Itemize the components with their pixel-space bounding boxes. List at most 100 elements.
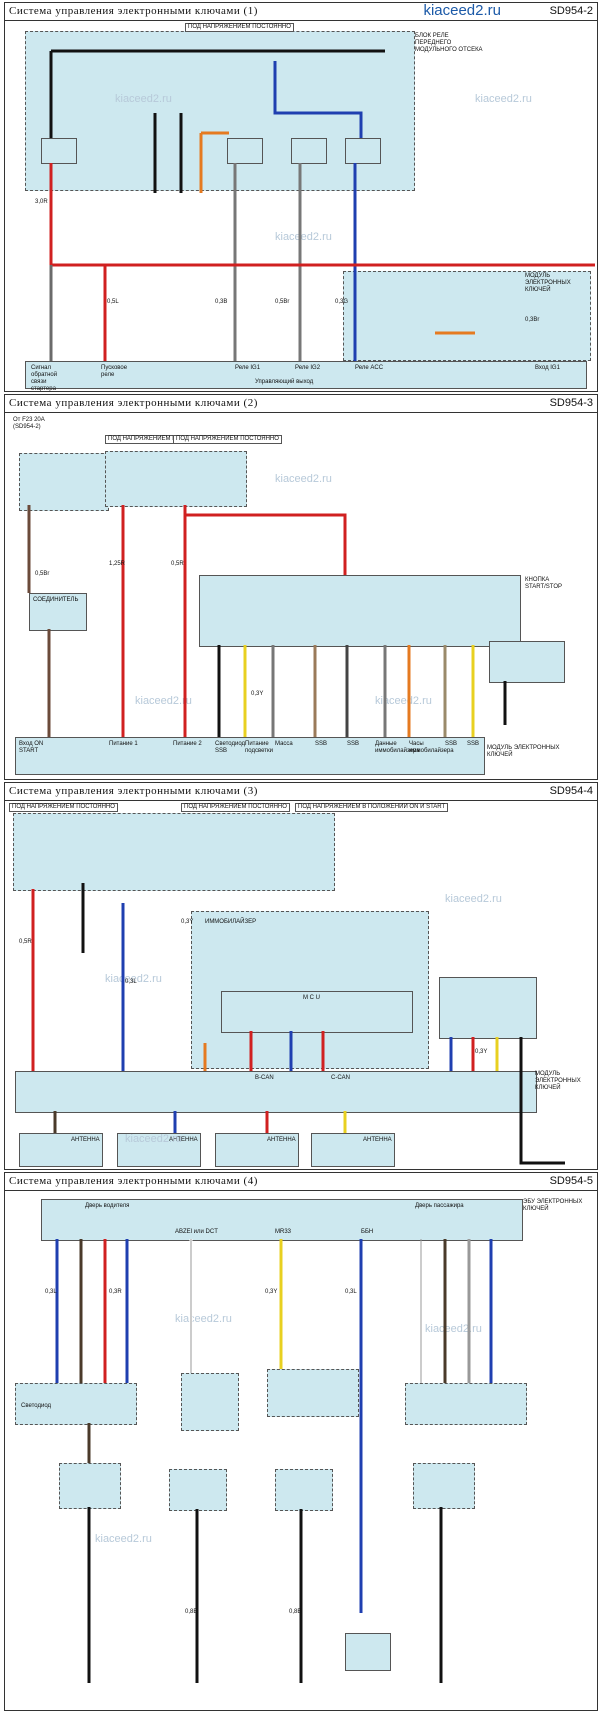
module-label: МОДУЛЬ ЭЛЕКТРОННЫХ КЛЮЧЕЙ: [535, 1071, 581, 1091]
section-title-bar: Система управления электронными ключами …: [5, 1173, 597, 1191]
immobilizer-box: [191, 911, 429, 1069]
connector-right: [489, 641, 565, 683]
svg-text:0,3L: 0,3L: [125, 979, 137, 985]
svg-text:0,5Br: 0,5Br: [35, 571, 49, 577]
watermark: kiaceed2.ru: [375, 695, 432, 707]
door-label-driver: Дверь водителя: [85, 1203, 130, 1209]
svg-text:0,3R: 0,3R: [109, 1289, 122, 1295]
svg-text:0,3Y: 0,3Y: [265, 1289, 277, 1295]
bottom-label-10: Часы иммобилайзера: [409, 741, 454, 754]
watermark: kiaceed2.ru: [275, 231, 332, 243]
bottom-label-6: Масса: [275, 741, 293, 747]
svg-text:0,3Y: 0,3Y: [251, 691, 263, 697]
svg-text:0,3L: 0,3L: [345, 1289, 357, 1295]
watermark: kiaceed2.ru: [95, 1533, 152, 1545]
relay-3: [291, 138, 327, 164]
module-label: МОДУЛЬ ЭЛЕКТРОННЫХ КЛЮЧЕЙ: [525, 273, 571, 293]
ecu-box: [345, 1633, 391, 1671]
relay-1: [41, 138, 77, 164]
mid-label-1: ABZEl или DCT: [175, 1229, 218, 1235]
watermark: kiaceed2.ru: [125, 1133, 182, 1145]
watermark: kiaceed2.ru: [105, 973, 162, 985]
bottom-label-12: SSB: [467, 741, 480, 747]
module-label: ЭБУ ЭЛЕКТРОННЫХ КЛЮЧЕЙ: [523, 1199, 583, 1212]
power-tag-2: ПОД НАПРЯЖЕНИЕМ ПОСТОЯННО: [173, 435, 282, 444]
antenna-3: [215, 1133, 299, 1167]
relay-block-label: БЛОК РЕЛЕ ПЕРЕДНЕГО МОДУЛЬНОГО ОТСЕКА: [415, 33, 483, 53]
switch-box-1: [181, 1373, 239, 1431]
right-handle-box: [405, 1383, 527, 1425]
mid-label-2: MR33: [275, 1229, 292, 1235]
site-brand[interactable]: kiaceed2.ru: [423, 2, 501, 19]
power-tag-1: ПОД НАПРЯЖЕНИЕМ ПОСТОЯННО: [9, 803, 118, 812]
output-bar-label: Управляющий выход: [255, 379, 314, 385]
output-label-2: Пусковое реле: [101, 365, 128, 378]
mcu-label: M C U: [303, 995, 320, 1001]
fuse-box-right: [105, 451, 247, 507]
watermark: kiaceed2.ru: [115, 93, 172, 105]
section-2: Система управления электронными ключами …: [4, 394, 598, 780]
section-title-bar: Система управления электронными ключами …: [5, 3, 597, 21]
section-3: Система управления электронными ключами …: [4, 782, 598, 1170]
svg-text:0,3Y: 0,3Y: [181, 919, 193, 925]
antenna-label-3: АНТЕННА: [267, 1137, 296, 1143]
output-label-3: Реле IG1: [235, 365, 261, 371]
power-tag-3: ПОД НАПРЯЖЕНИЕМ В ПОЛОЖЕНИИ ON И START: [295, 803, 449, 812]
watermark: kiaceed2.ru: [135, 695, 192, 707]
svg-text:0,5L: 0,5L: [107, 299, 119, 305]
svg-text:0,3B: 0,3B: [215, 299, 227, 305]
svg-text:0,8B: 0,8B: [289, 1609, 301, 1615]
module-bar: [15, 1071, 537, 1113]
bottom-label-11: SSB: [445, 741, 458, 747]
section-code: SD954-5: [549, 1175, 593, 1187]
antenna-4: [311, 1133, 395, 1167]
section-3-wires: 0,5R0,3L 0,3Y0,3Y: [19, 883, 565, 1165]
connector-mid-2: [275, 1469, 333, 1511]
can-label-1: B-CAN: [255, 1075, 274, 1081]
svg-text:0,3L: 0,3L: [45, 1289, 57, 1295]
bottom-label-5: Питание подсветки: [245, 741, 273, 754]
svg-text:0,3G: 0,3G: [335, 299, 348, 305]
connector-label: СОЕДИНИТЕЛЬ: [33, 597, 79, 603]
button-label: КНОПКА START/STOP: [525, 577, 563, 590]
svg-text:0,3Br: 0,3Br: [525, 317, 539, 323]
svg-text:1,25R: 1,25R: [109, 561, 126, 567]
bottom-label-3: Питание 2: [173, 741, 202, 747]
antenna-2: [117, 1133, 201, 1167]
section-title-bar: Система управления электронными ключами …: [5, 395, 597, 413]
handle-led-label: Светодиод: [21, 1403, 52, 1409]
fuse-ref: От F23 20A (SD954-2): [13, 417, 45, 430]
output-label-5: Реле ACC: [355, 365, 384, 371]
antenna-label-2: АНТЕННА: [169, 1137, 198, 1143]
connector-right: [413, 1463, 475, 1509]
output-bar: [25, 361, 587, 389]
svg-text:0,3Y: 0,3Y: [475, 1049, 487, 1055]
bottom-label-2: Питание 1: [109, 741, 138, 747]
output-label-1: Сигнал обратной связи стартера: [31, 365, 58, 392]
watermark: kiaceed2.ru: [275, 473, 332, 485]
watermark: kiaceed2.ru: [445, 893, 502, 905]
bottom-label-1: Вход ON START: [19, 741, 44, 754]
svg-text:3,0R: 3,0R: [35, 199, 48, 205]
power-tag-2: ПОД НАПРЯЖЕНИЕМ ПОСТОЯННО: [181, 803, 290, 812]
bottom-label-9: Данные иммобилайзера: [375, 741, 420, 754]
watermark: kiaceed2.ru: [175, 1313, 232, 1325]
relay-4: [345, 138, 381, 164]
antenna-1: [19, 1133, 103, 1167]
switch-box-2: [267, 1369, 359, 1417]
watermark: kiaceed2.ru: [475, 93, 532, 105]
svg-text:0,8B: 0,8B: [185, 1609, 197, 1615]
can-label-2: C-CAN: [331, 1075, 350, 1081]
section-title: Система управления электронными ключами …: [9, 397, 258, 409]
section-code: SD954-4: [549, 785, 593, 797]
module-bar: [41, 1199, 523, 1241]
sensor-box: [439, 977, 537, 1039]
module-box: [343, 271, 591, 361]
mcu-block: [221, 991, 413, 1033]
section-4: Система управления электронными ключами …: [4, 1172, 598, 1711]
immobilizer-label: ИММОБИЛАЙЗЕР: [205, 919, 257, 925]
door-label-passenger: Дверь пассажира: [415, 1203, 464, 1209]
